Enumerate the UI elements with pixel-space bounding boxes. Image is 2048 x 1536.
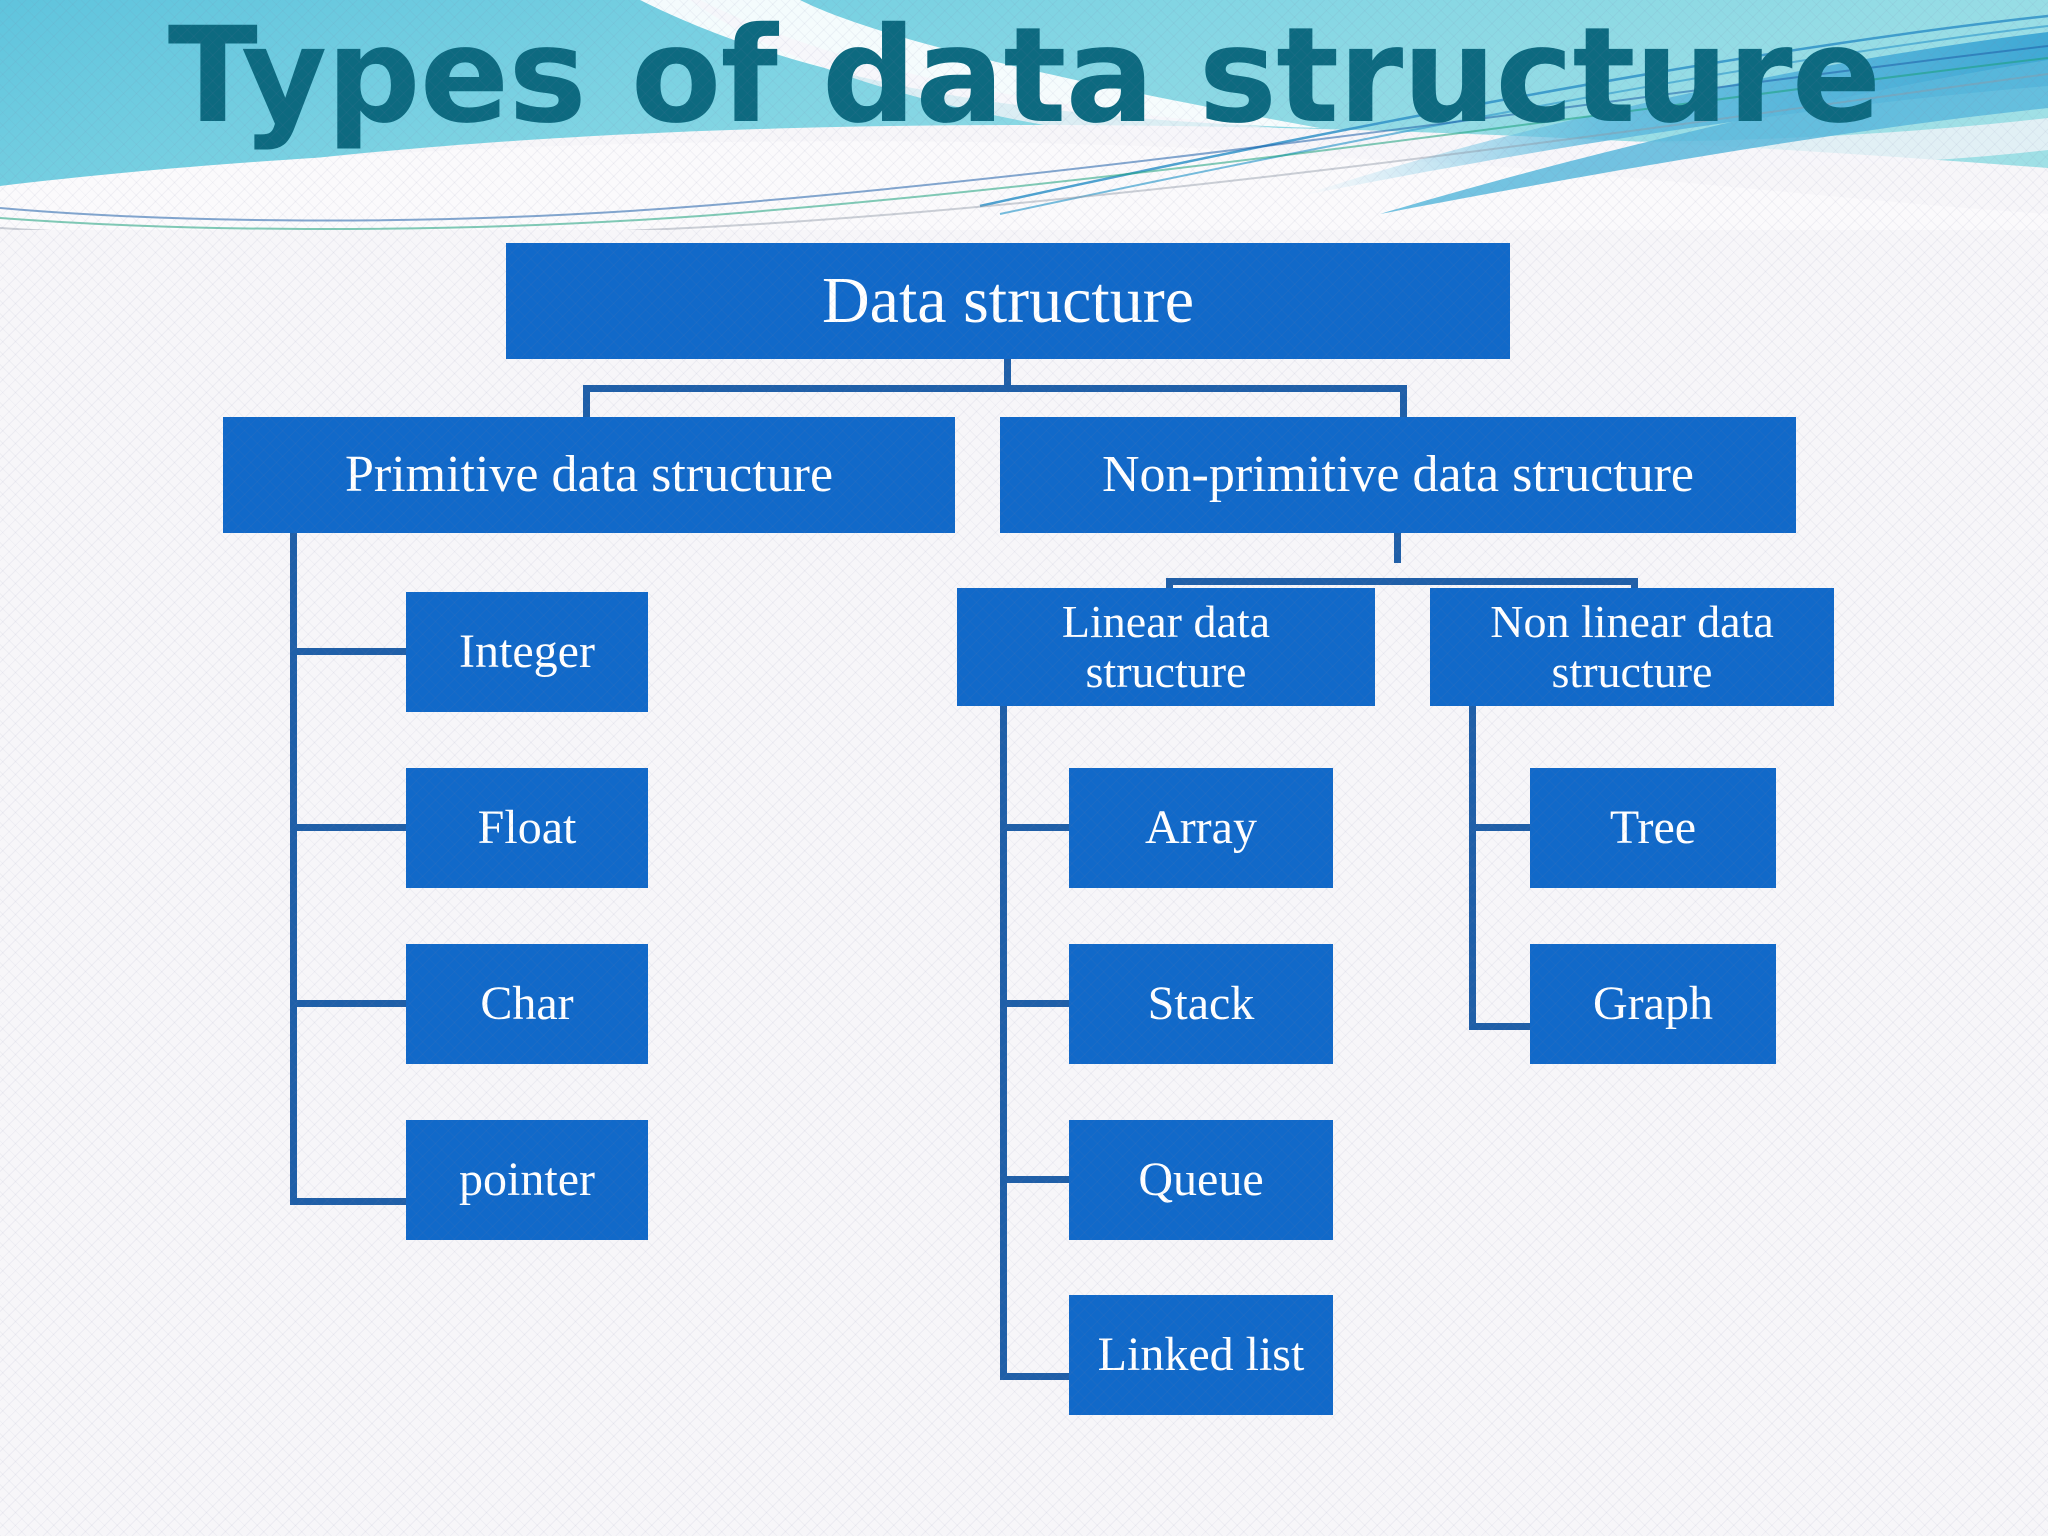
connector-root-stem xyxy=(1004,359,1011,391)
connector-nonprimitive-crossbar xyxy=(1166,578,1638,585)
connector-nonlinear-trunk xyxy=(1469,706,1476,1030)
node-non-primitive-data-structure[interactable]: Non-primitive data structure xyxy=(1000,417,1796,533)
connector-linear-to-queue xyxy=(1000,1176,1072,1183)
node-float[interactable]: Float xyxy=(406,768,648,888)
node-linked-list[interactable]: Linked list xyxy=(1069,1295,1333,1415)
connector-root-crossbar xyxy=(583,385,1407,392)
header-swoosh-graphic xyxy=(0,0,2048,230)
connector-linear-trunk xyxy=(1000,706,1007,1380)
node-char[interactable]: Char xyxy=(406,944,648,1064)
node-primitive-data-structure[interactable]: Primitive data structure xyxy=(223,417,955,533)
node-data-structure[interactable]: Data structure xyxy=(506,243,1510,359)
connector-linear-to-stack xyxy=(1000,1000,1072,1007)
header-decoration xyxy=(0,0,2048,230)
connector-primitive-trunk xyxy=(290,533,297,1205)
connector-root-to-nonprimitive xyxy=(1400,385,1407,419)
node-array[interactable]: Array xyxy=(1069,768,1333,888)
node-stack[interactable]: Stack xyxy=(1069,944,1333,1064)
node-graph[interactable]: Graph xyxy=(1530,944,1776,1064)
page-title: Types of data structure xyxy=(167,0,1881,153)
connector-linear-to-linked-list xyxy=(1000,1373,1072,1380)
connector-primitive-to-float xyxy=(290,824,408,831)
node-pointer[interactable]: pointer xyxy=(406,1120,648,1240)
connector-linear-to-array xyxy=(1000,824,1072,831)
node-tree[interactable]: Tree xyxy=(1530,768,1776,888)
connector-root-to-primitive xyxy=(583,385,590,419)
node-queue[interactable]: Queue xyxy=(1069,1120,1333,1240)
connector-nonprimitive-to-nonlinear xyxy=(1631,578,1638,592)
connector-nonprimitive-to-linear xyxy=(1166,578,1173,592)
node-linear-data-structure[interactable]: Linear data structure xyxy=(957,588,1375,706)
node-non-linear-data-structure[interactable]: Non linear data structure xyxy=(1430,588,1834,706)
connector-nonlinear-to-tree xyxy=(1469,824,1533,831)
connector-primitive-to-pointer xyxy=(290,1198,408,1205)
node-integer[interactable]: Integer xyxy=(406,592,648,712)
connector-nonlinear-to-graph xyxy=(1469,1023,1533,1030)
connector-nonprimitive-stem xyxy=(1394,533,1401,563)
connector-primitive-to-integer xyxy=(290,648,408,655)
connector-primitive-to-char xyxy=(290,1000,408,1007)
